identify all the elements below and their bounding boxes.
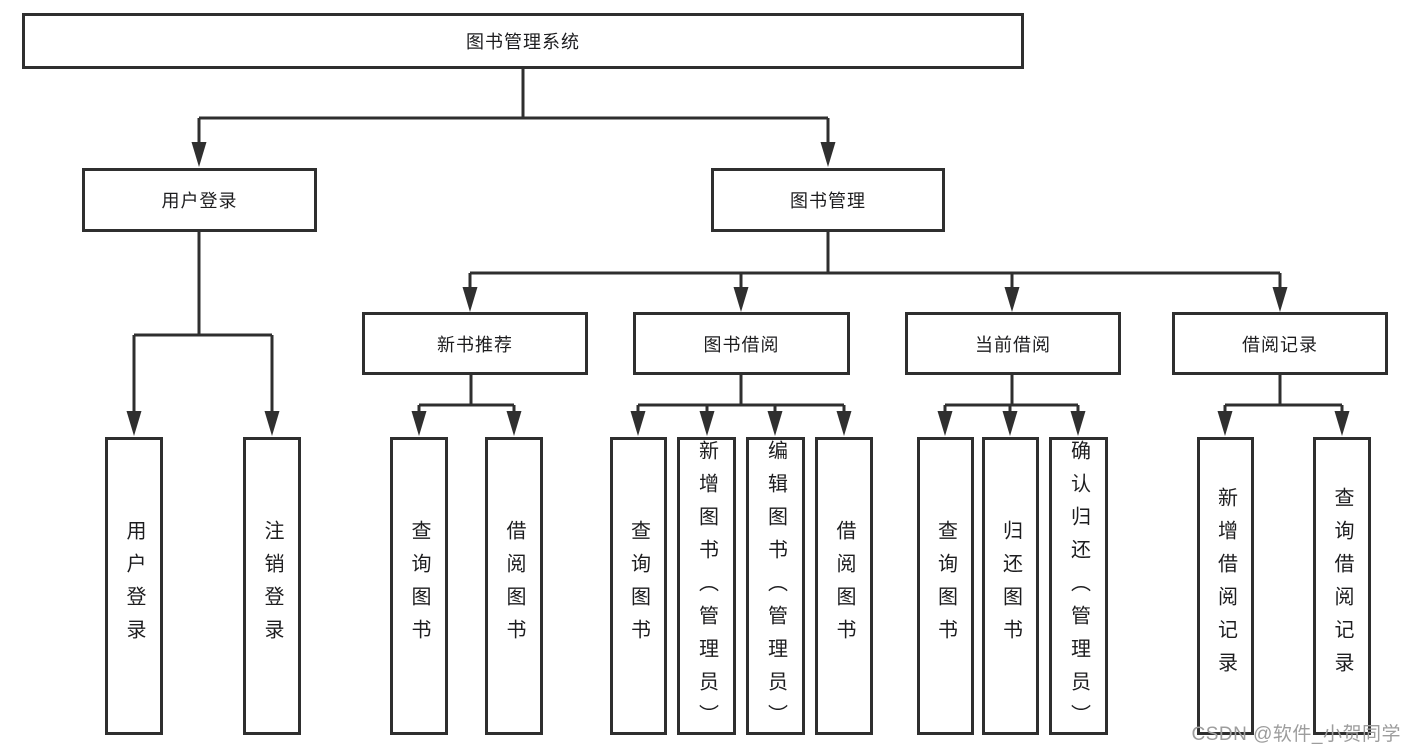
connector-borrow-records-to-children <box>1223 375 1344 418</box>
arrowhead <box>1070 411 1086 436</box>
arrowhead <box>699 411 715 436</box>
node-edit-books-admin: 编辑图书（管理员） <box>746 437 805 737</box>
node-current-borrow: 当前借阅 <box>905 312 1121 375</box>
node-add-borrow-record: 新增借阅记录 <box>1197 437 1254 735</box>
node-return-books: 归还图书 <box>982 437 1039 735</box>
arrowhead <box>1334 411 1350 436</box>
arrowhead <box>411 411 427 436</box>
node-login-action: 用户登录 <box>105 437 163 735</box>
arrowhead <box>820 142 836 167</box>
arrowhead <box>767 411 783 436</box>
arrowhead <box>1004 287 1020 312</box>
connector-book-management-to-children <box>468 232 1282 293</box>
node-logout-action: 注销登录 <box>243 437 301 735</box>
node-borrow-records: 借阅记录 <box>1172 312 1388 375</box>
node-system: 图书管理系统 <box>22 13 1024 69</box>
node-query-borrow-record: 查询借阅记录 <box>1313 437 1371 735</box>
node-add-books-admin: 新增图书（管理员） <box>677 437 736 737</box>
arrowhead <box>733 287 749 312</box>
node-recommend-borrow-books: 借阅图书 <box>485 437 543 735</box>
arrowhead <box>1272 287 1288 312</box>
node-borrow-query-books: 查询图书 <box>610 437 667 735</box>
arrowheads <box>126 142 1350 436</box>
wires <box>132 69 1344 418</box>
node-user-login: 用户登录 <box>82 168 317 232</box>
node-new-book-recommend: 新书推荐 <box>362 312 588 375</box>
arrowhead <box>506 411 522 436</box>
arrowhead <box>191 142 207 167</box>
node-recommend-query-books: 查询图书 <box>390 437 448 735</box>
node-confirm-return-admin: 确认归还（管理员） <box>1049 437 1108 737</box>
csdn-watermark: CSDN @软件_小贺同学 <box>1191 724 1401 745</box>
arrowhead <box>1002 411 1018 436</box>
arrowhead <box>937 411 953 436</box>
node-current-query-books: 查询图书 <box>917 437 974 735</box>
connector-new-book-to-children <box>417 375 516 418</box>
arrowhead <box>462 287 478 312</box>
node-borrow-books: 借阅图书 <box>815 437 873 735</box>
arrowhead <box>126 411 142 436</box>
arrowhead <box>836 411 852 436</box>
arrowhead <box>264 411 280 436</box>
connector-user-login-to-children <box>132 232 274 418</box>
connector-root-to-level2 <box>197 69 830 148</box>
node-book-management: 图书管理 <box>711 168 945 232</box>
connector-book-borrow-to-children <box>636 375 846 418</box>
arrowhead <box>1217 411 1233 436</box>
arrowhead <box>630 411 646 436</box>
node-book-borrow: 图书借阅 <box>633 312 850 375</box>
